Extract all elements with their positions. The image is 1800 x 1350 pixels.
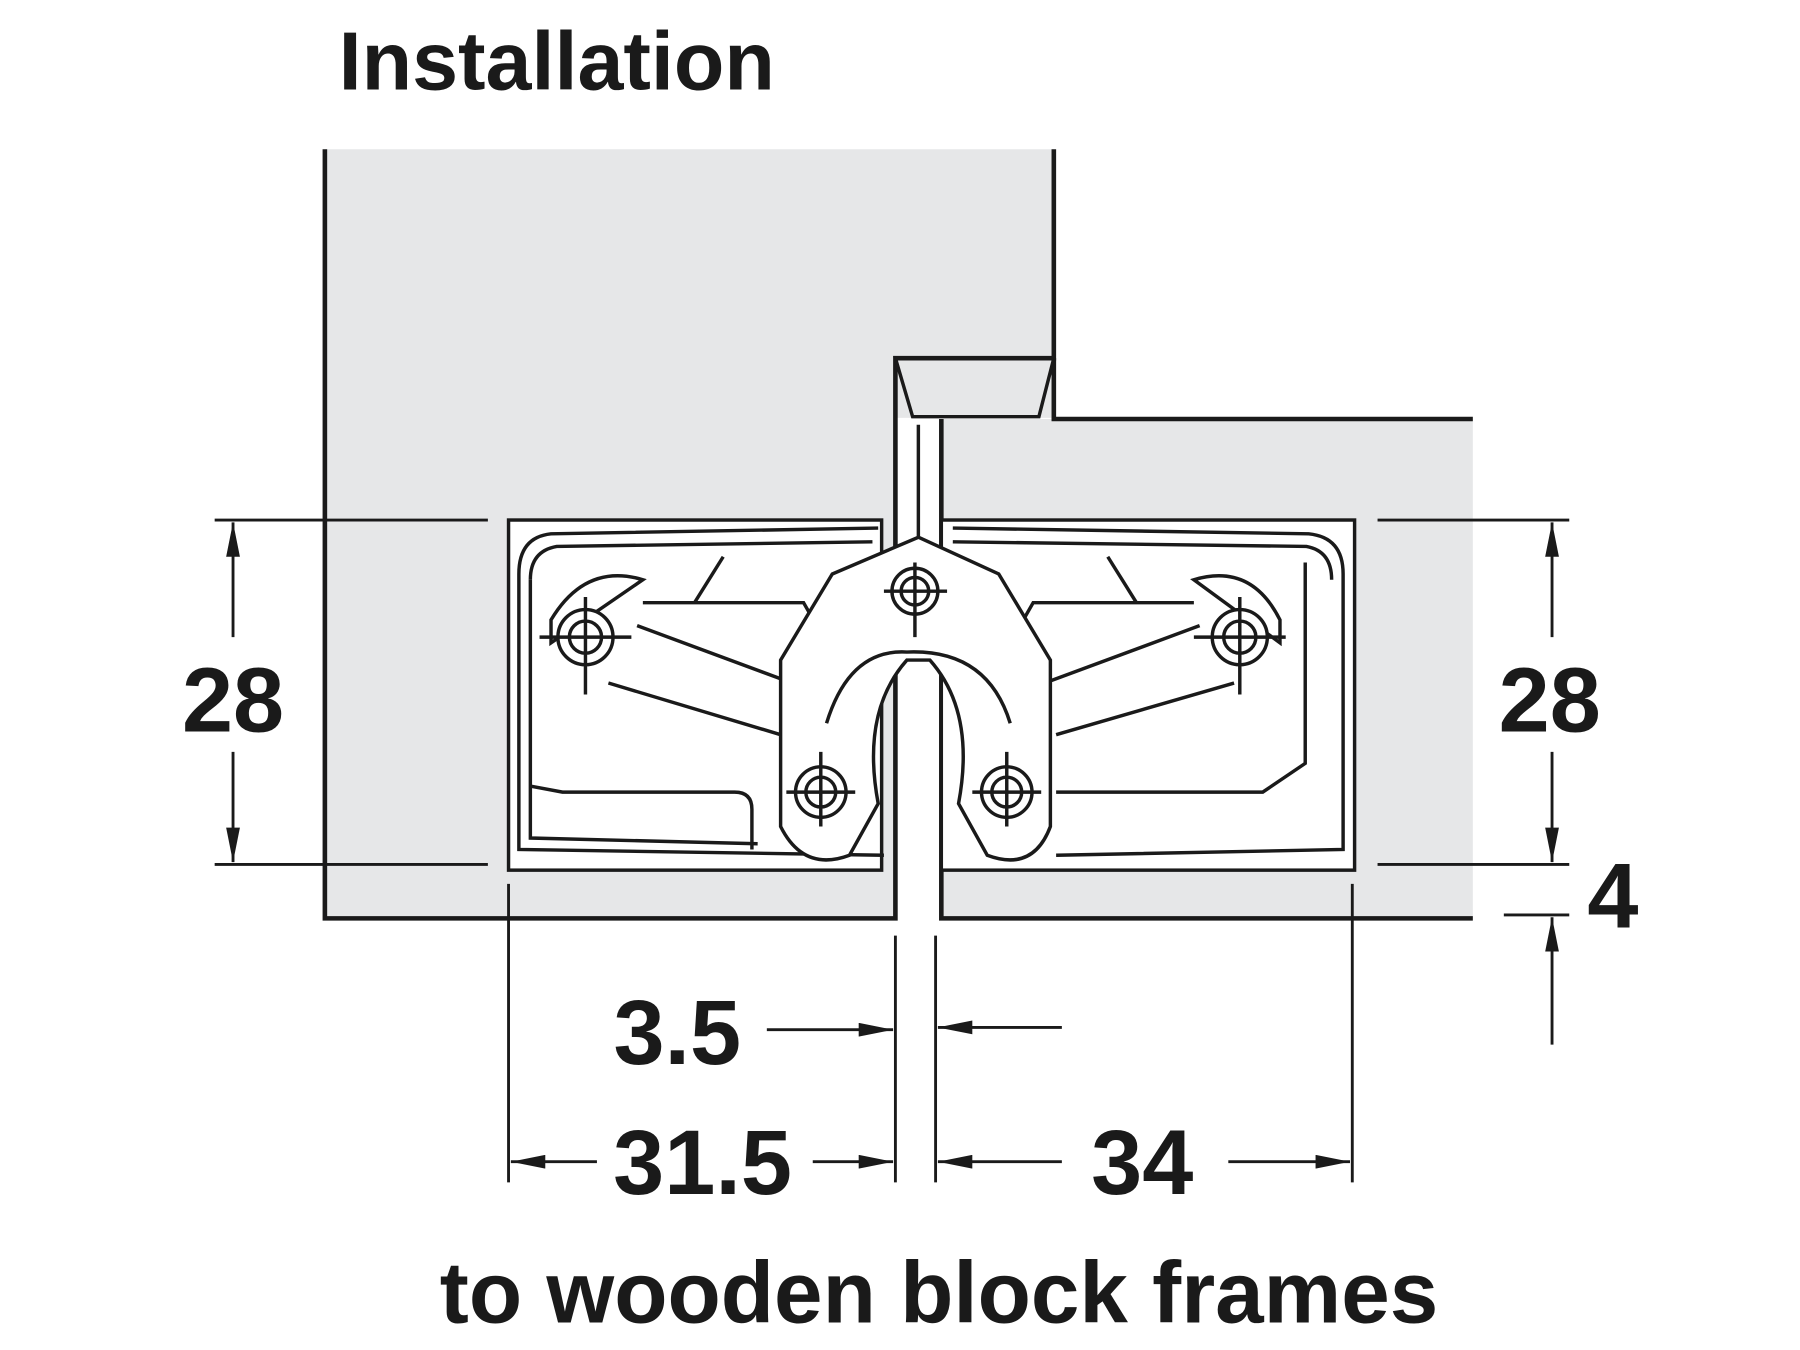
height-left-label: 28 xyxy=(182,649,284,751)
height-right-label: 28 xyxy=(1499,649,1601,751)
screw-icon xyxy=(786,751,856,827)
screw-icon xyxy=(972,751,1042,827)
screw-icon xyxy=(1193,596,1286,695)
screw-holes xyxy=(539,562,1286,827)
title: Installation xyxy=(339,15,775,108)
hinge-body xyxy=(506,518,1357,872)
screw-icon xyxy=(883,562,948,638)
dimension-lines xyxy=(214,518,1570,1183)
offset-label: 4 xyxy=(1587,846,1638,948)
width-left-label: 31.5 xyxy=(613,1112,792,1214)
screw-icon xyxy=(539,596,632,695)
width-right-label: 34 xyxy=(1091,1112,1193,1214)
caption: to wooden block frames xyxy=(440,1244,1439,1341)
seal xyxy=(895,358,1054,418)
gap-label: 3.5 xyxy=(613,982,741,1084)
